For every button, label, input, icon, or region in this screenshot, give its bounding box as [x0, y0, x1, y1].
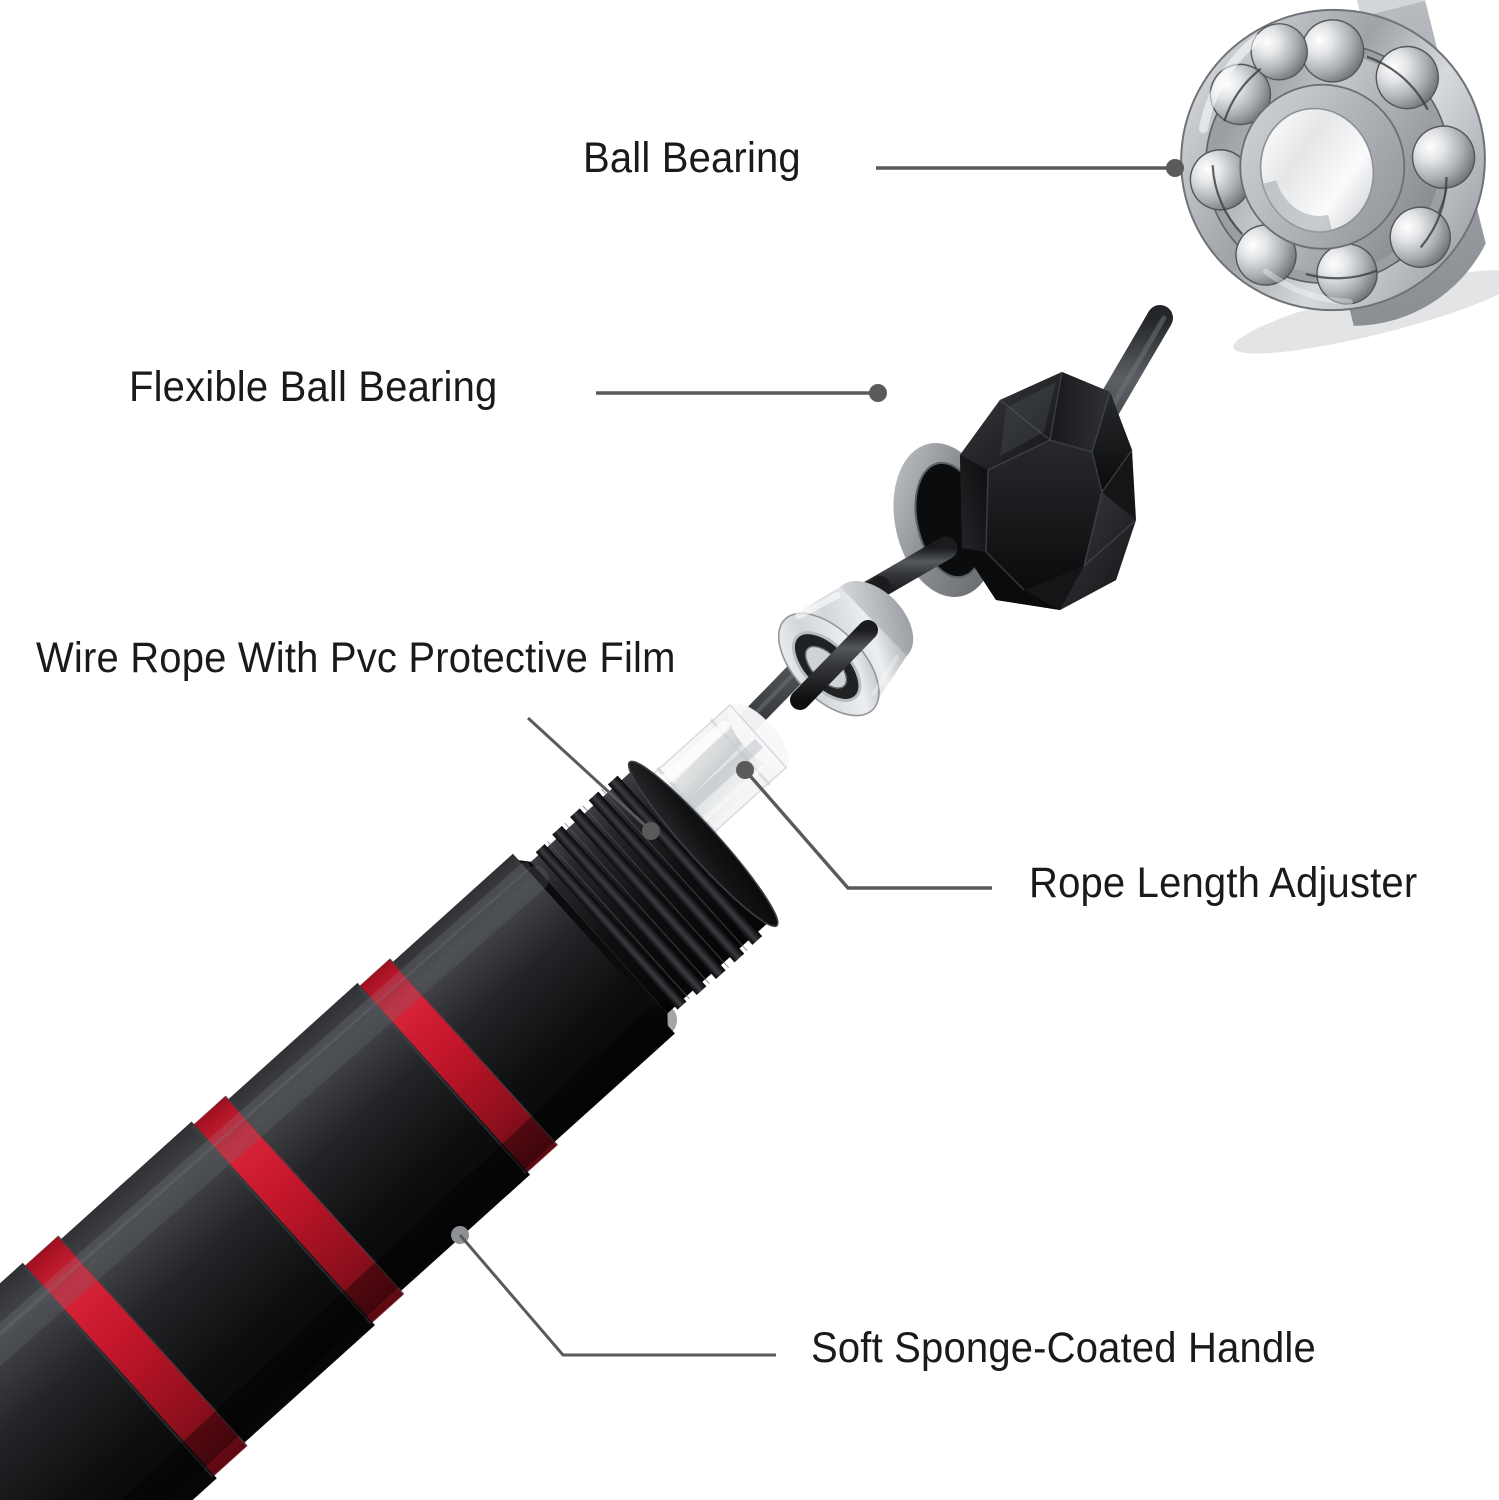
label-rope-length-adjuster: Rope Length Adjuster	[1029, 859, 1418, 907]
soft-sponge-handle-part	[0, 760, 781, 1500]
handle-body	[0, 853, 678, 1500]
leader-flexible-ball-bearing	[596, 384, 887, 402]
handle-red-band	[23, 1236, 247, 1477]
cap-thread-ribs	[535, 775, 763, 1010]
leader-soft-sponge-handle	[451, 1226, 776, 1357]
rope-through-bearing	[790, 620, 878, 710]
handle-red-band	[358, 959, 558, 1174]
flexible-bearing-body	[960, 371, 1137, 610]
ball-bearing-part	[1180, 0, 1499, 354]
label-flexible-ball-bearing: Flexible Ball Bearing	[129, 363, 498, 411]
leader-wire-rope	[526, 716, 660, 840]
handle-red-band	[192, 1096, 404, 1324]
label-ball-bearing: Ball Bearing	[583, 134, 801, 182]
label-soft-sponge-coated-handle: Soft Sponge-Coated Handle	[811, 1324, 1316, 1372]
bearing-balls	[1189, 19, 1476, 305]
leader-lines	[451, 159, 1184, 1357]
leader-rope-length-adjuster	[736, 761, 992, 890]
label-wire-rope-with-pvc-protective-film: Wire Rope With Pvc Protective Film	[36, 634, 676, 682]
leader-ball-bearing	[876, 159, 1184, 177]
flexible-ball-bearing-part	[844, 371, 1137, 612]
